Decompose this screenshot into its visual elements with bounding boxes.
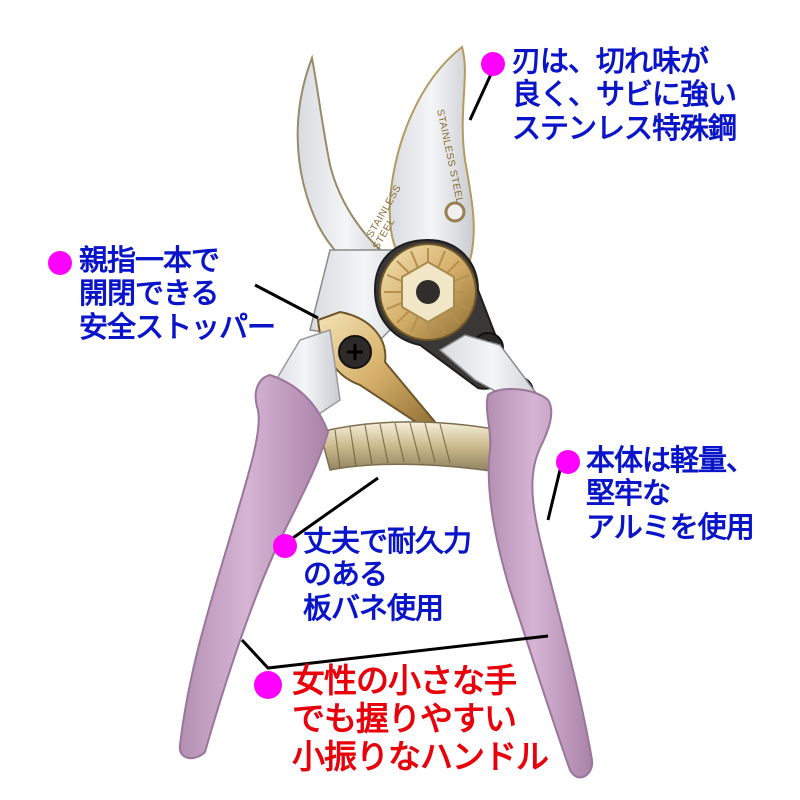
callout-spring-line-1: 丈夫で耐久力 (303, 524, 472, 558)
callout-stopper: 親指一本で 開閉できる 安全ストッパー (79, 243, 276, 344)
callout-blade-line-3: ステンレス特殊鋼 (512, 110, 737, 145)
leader-body (546, 469, 562, 521)
screw-stopper (338, 335, 372, 369)
callout-handle-line-1: 女性の小さな手 (292, 661, 517, 700)
leader-handle (240, 634, 549, 670)
upper-cutting-blade (388, 45, 475, 272)
callout-blade-line-2: 良く、サビに強い (512, 77, 737, 112)
leaf-spring (319, 421, 501, 473)
bullet-handle (254, 671, 282, 699)
leader-lines (240, 71, 562, 670)
left-handle (178, 373, 330, 760)
callout-body: 本体は軽量、 堅牢な アルミを使用 (586, 443, 755, 544)
pivot-gear (379, 243, 477, 341)
blade-rivet-hole (444, 201, 466, 223)
callout-handle: 女性の小さな手 でも握りやすい 小振りなハンドル (292, 661, 549, 776)
callout-handle-line-3: 小振りなハンドル (292, 736, 549, 776)
bullet-blade (481, 52, 505, 76)
callout-body-line-3: アルミを使用 (586, 509, 755, 544)
callout-body-line-2: 堅牢な (586, 476, 671, 511)
leader-spring (289, 476, 379, 542)
callout-blade: 刃は、切れ味が 良く、サビに強い ステンレス特殊鋼 (512, 44, 737, 145)
bullet-spring (273, 534, 297, 558)
callout-body-line-1: 本体は軽量、 (586, 443, 755, 477)
bullet-stopper (48, 251, 72, 275)
callout-stopper-line-1: 親指一本で (79, 243, 220, 277)
callout-spring: 丈夫で耐久力 のある 板バネ使用 (303, 524, 472, 625)
callout-spring-line-3: 板バネ使用 (303, 590, 444, 625)
callout-stopper-line-2: 開閉できる (79, 276, 219, 311)
callout-stopper-line-3: 安全ストッパー (79, 309, 276, 344)
bullet-body (556, 450, 580, 474)
callout-handle-line-2: でも握りやすい (292, 698, 517, 738)
leader-stopper (254, 283, 319, 320)
leader-blade (468, 71, 494, 121)
callout-spring-line-2: のある (303, 557, 388, 592)
callout-blade-line-1: 刃は、切れ味が (512, 44, 709, 78)
right-handle (485, 388, 594, 779)
